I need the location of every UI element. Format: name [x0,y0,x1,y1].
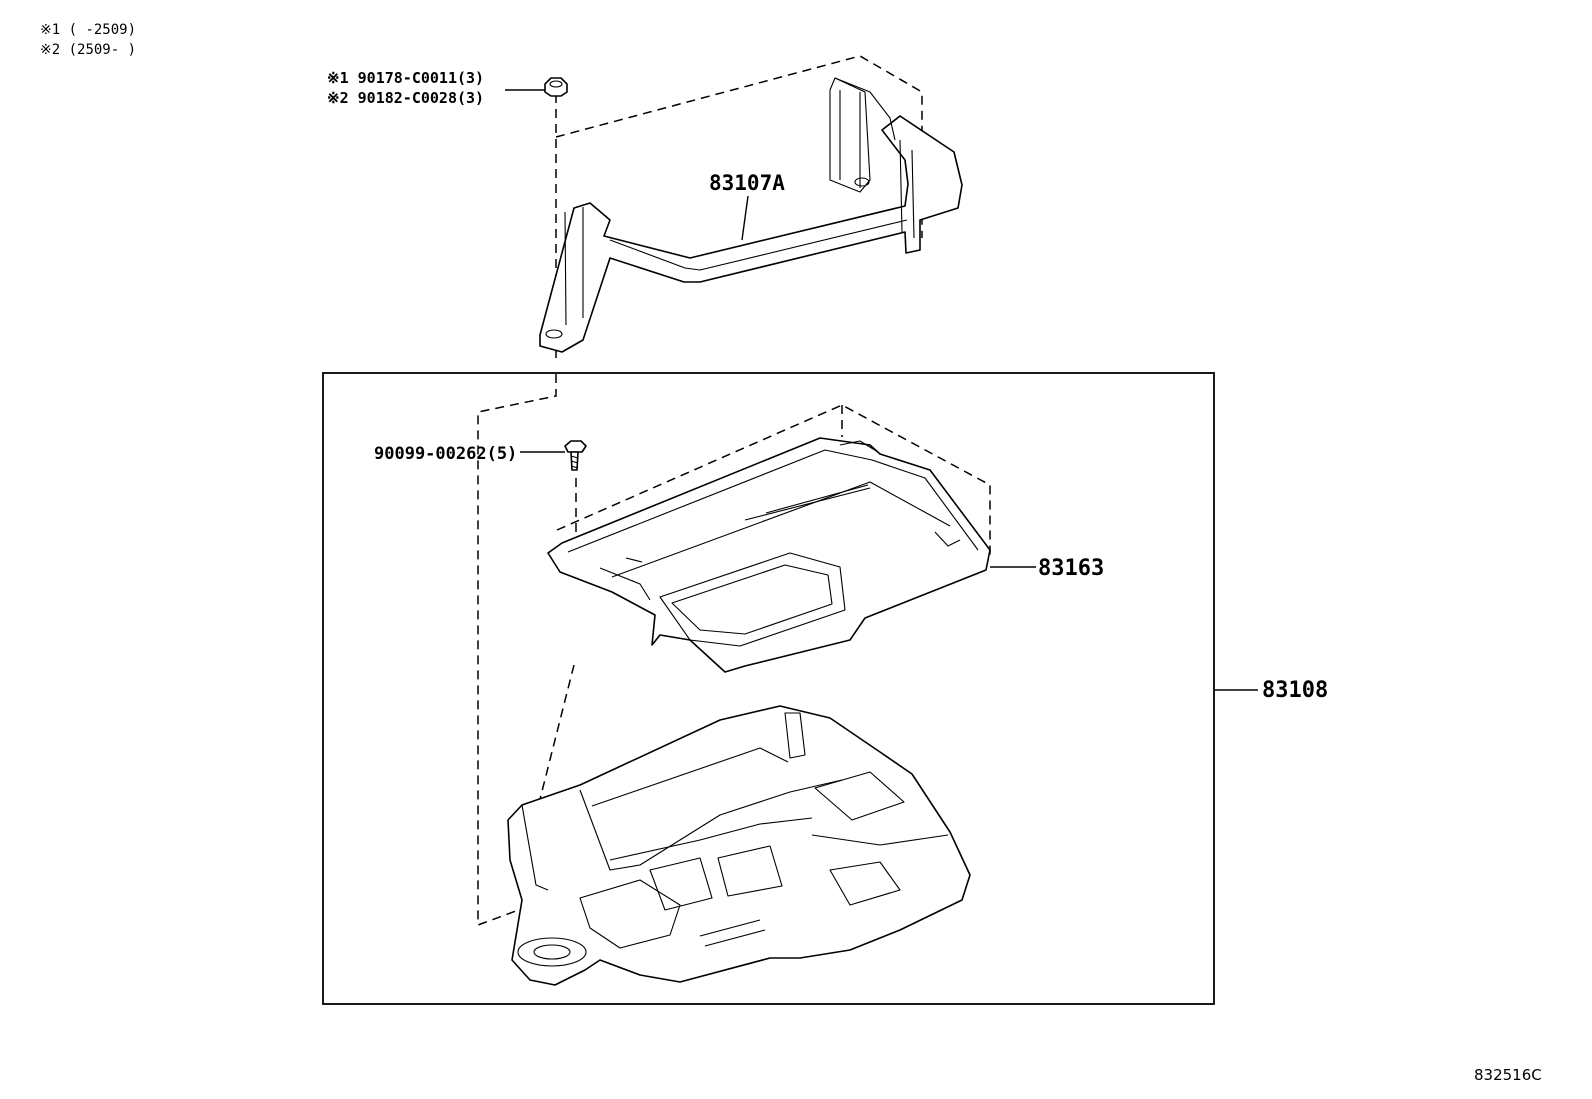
assembly-callout: 83108 [1262,678,1328,703]
note-2: ※2 (2509- ) [40,42,136,58]
reference-lines-upper [477,55,923,927]
screw-icon [564,440,587,471]
nut-callout-2: ※2 90182-C0028(3) [327,89,484,107]
nut-callout-1: ※1 90178-C0011(3) [327,69,484,87]
cover-callout: 83163 [1038,556,1104,581]
screw-callout: 90099-00262(5) [374,444,517,464]
case-part [507,705,971,986]
assembly-box [322,372,1215,1005]
note-1: ※1 ( -2509) [40,22,136,38]
bracket-part [539,77,963,353]
figure-code: 832516C [1474,1066,1542,1084]
nut-icon [544,77,568,97]
bracket-callout: 83107A [709,171,785,195]
cover-part [547,437,991,673]
bracket-leader [741,195,749,241]
